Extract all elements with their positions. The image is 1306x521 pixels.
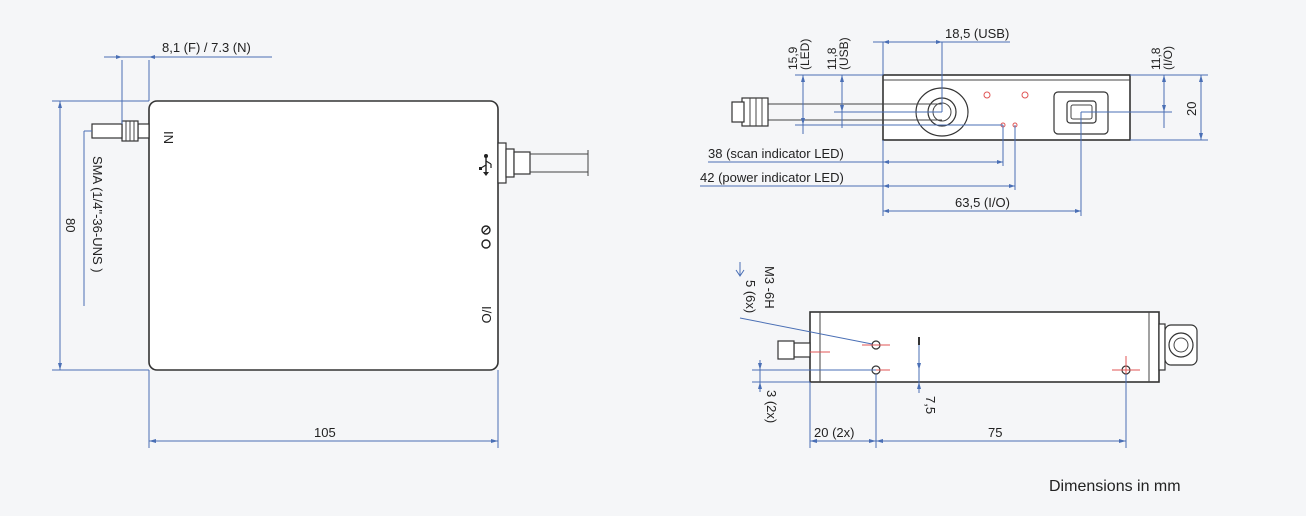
screw-hole-1 [983,91,991,99]
dim-io-position [883,112,1082,216]
dim-connector-offset-label: 8,1 (F) / 7.3 (N) [162,40,251,55]
dim-scan-led [708,125,1004,216]
dim-thickness-label: 20 [1184,102,1199,116]
dim-height-label: 80 [63,218,78,232]
dim-io-height [1081,74,1208,128]
port-in-label: IN [161,131,176,144]
dim-connector-offset [104,55,272,124]
dim-hole-offset-label: 20 (2x) [814,425,854,440]
dim-hole-spacing [809,374,1127,448]
dim-hole-depth [917,345,921,393]
thread-leader [735,262,873,345]
dim-scan-led-label: 38 (scan indicator LED) [708,146,844,161]
dim-usb-position [873,40,1010,112]
dim-usb-position-label: 18,5 (USB) [945,26,1009,41]
dim-power-led-label: 42 (power indicator LED) [700,170,844,185]
dim-usb-height [834,75,942,128]
side-view: 18,5 (USB) 15,9 (LED) 11,8 (USB) 1 [700,26,1208,216]
device-body-top [148,100,499,371]
usb-icon [479,154,492,176]
mounting-holes [810,337,1140,384]
connector-thread-label: SMA (1/4"-36-UNS ) [90,156,105,273]
dim-usb-height-sub: (USB) [837,37,851,70]
bottom-view: M3 -6H 5 (6x) 3 (2x) 7,5 [735,262,1198,448]
device-body-bottom [809,311,1160,383]
dim-thickness [1130,75,1208,141]
sma-connector [91,120,150,142]
dim-io-height-sub: (I/O) [1161,46,1175,70]
thread-spec-label: M3 -6H [762,266,777,309]
thread-depth-label: 5 (6x) [743,280,758,313]
dim-edge-offset [752,360,876,392]
usb-connector-bottom [1158,323,1198,371]
dim-width-label: 105 [314,425,336,440]
dim-led-height-label: 15,9 [786,46,800,70]
dim-hole-spacing-label: 75 [988,425,1002,440]
dim-hole-depth-label: 7,5 [923,396,938,414]
dim-edge-offset-label: 3 (2x) [764,390,779,423]
led-indicator-icon [481,225,491,249]
dim-io-height-label: 11,8 [1149,47,1163,70]
dim-power-led [700,125,1016,190]
dim-height [52,100,149,371]
dim-usb-height-label: 11,8 [825,47,839,70]
dim-led-height [795,74,1003,134]
sma-stub-bottom [777,340,811,360]
dim-led-height-sub: (LED) [798,39,812,70]
sma-leader [83,130,92,306]
screw-hole-2 [1021,91,1029,99]
dim-io-position-label: 63,5 (I/O) [955,195,1010,210]
port-io-label: I/O [479,306,494,323]
dim-width [148,370,499,448]
usb-cable [497,142,589,184]
top-view: IN I/O 8,1 (F) / 7.3 (N) [52,40,589,448]
dimensions-note: Dimensions in mm [1049,478,1181,495]
